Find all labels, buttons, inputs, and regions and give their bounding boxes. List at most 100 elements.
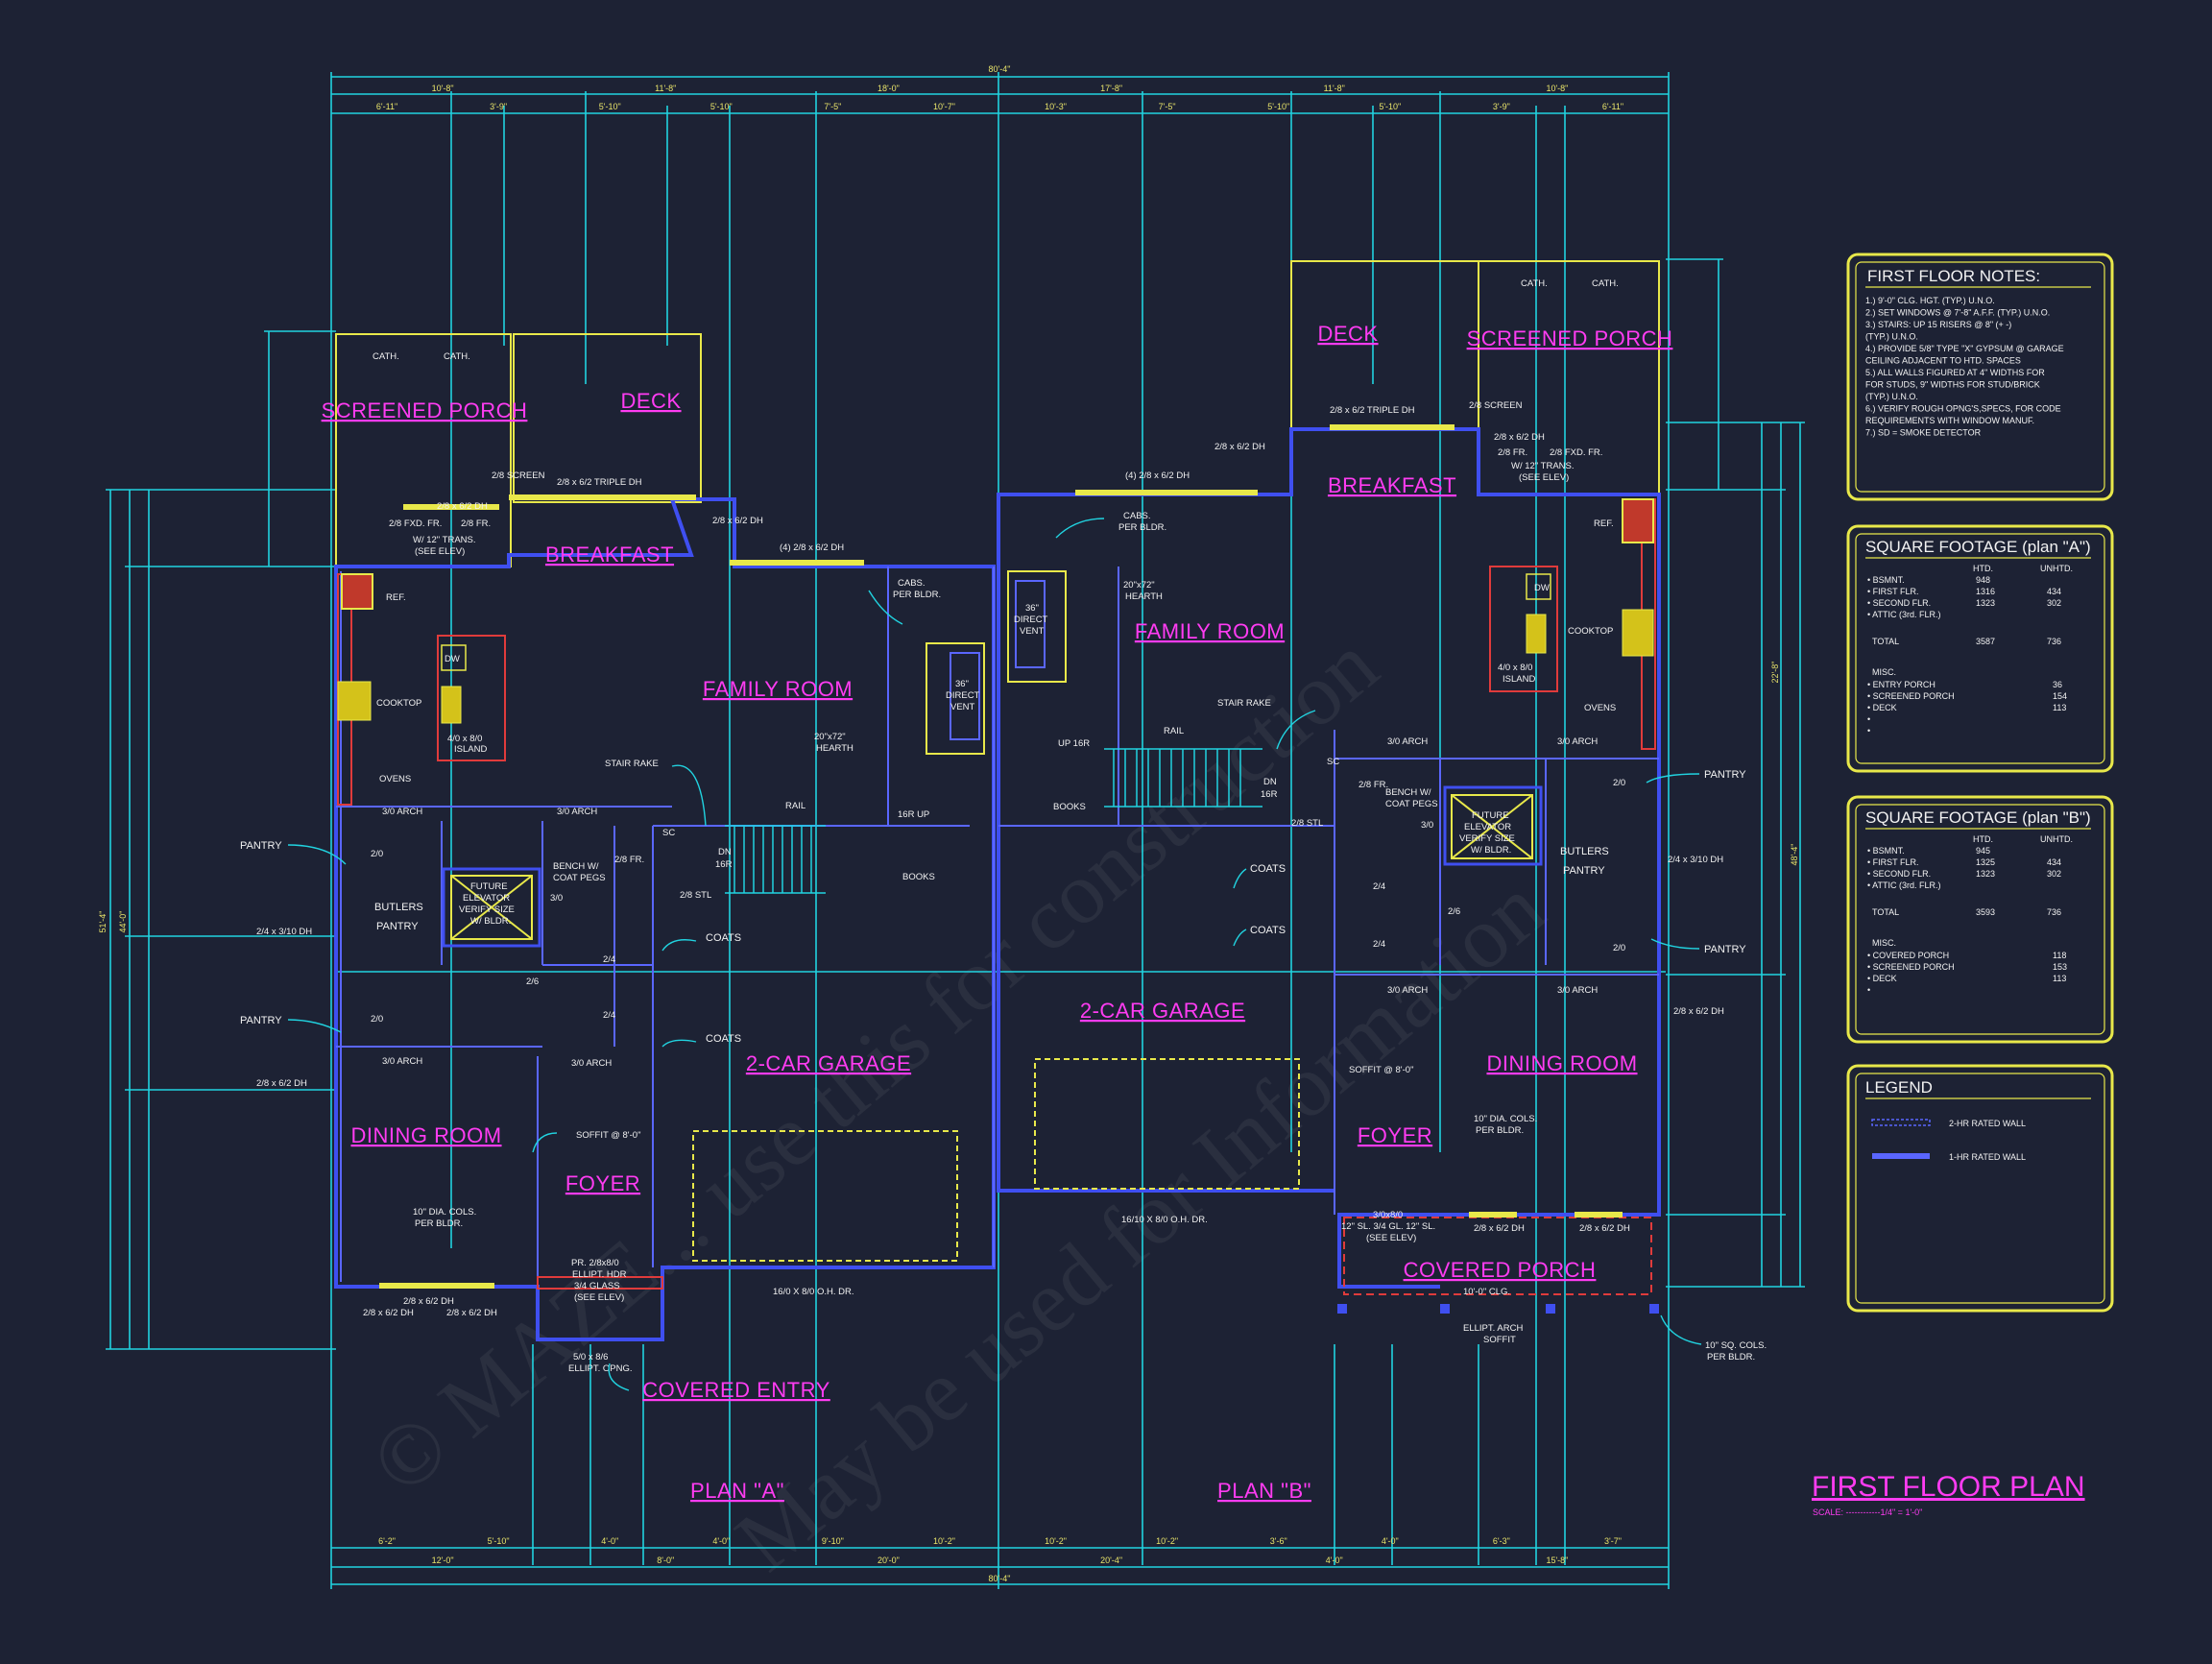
vent-label: VENT	[950, 702, 975, 712]
plan-a-label: PLAN "A"	[690, 1479, 784, 1503]
rail-label: RAIL	[1164, 726, 1184, 736]
note-line: (TYP.) U.N.O.	[1865, 392, 1918, 401]
plan-b-label: PLAN "B"	[1217, 1479, 1311, 1503]
note-line: REQUIREMENTS WITH WINDOW MANUF.	[1865, 416, 2034, 425]
sqft-row-htd: 1323	[1976, 869, 1995, 879]
plan-b: DECK SCREENED PORCH BREAKFAST FAMILY ROO…	[997, 260, 1767, 1503]
sqft-row-htd: 1325	[1976, 857, 1995, 867]
hearth-label: HEARTH	[816, 743, 854, 754]
sqft-row-unhtd: 434	[2047, 857, 2061, 867]
sqft-row-htd: 945	[1976, 846, 1990, 856]
soffit-arch-label: ELLIPT. ARCH	[1463, 1323, 1523, 1334]
elevator-label: VERIFY SIZE	[1459, 833, 1515, 844]
bench-label: COAT PEGS	[553, 873, 606, 883]
sqft-misc-item: • DECK	[1867, 974, 1897, 983]
col-header-htd: HTD.	[1973, 834, 1993, 844]
room-covered-porch-b: COVERED PORCH	[1404, 1258, 1597, 1282]
room-screened-porch-a: SCREENED PORCH	[322, 398, 528, 422]
elevator-label: ELEVATOR	[1464, 822, 1511, 832]
island-label: 4/0 x 8/0	[1498, 663, 1532, 673]
island-label: ISLAND	[454, 744, 487, 755]
dimension-label: 10'-3"	[1045, 102, 1067, 111]
room-family-room-b: FAMILY ROOM	[1135, 619, 1285, 643]
columns-label: 10" SQ. COLS.	[1705, 1340, 1767, 1351]
window-label: 2/8 x 6/2 DH	[1214, 442, 1265, 452]
butlers-pantry-label: PANTRY	[1563, 865, 1605, 877]
dimension-label: 5'-10"	[599, 102, 621, 111]
room-garage-a: 2-CAR GARAGE	[746, 1051, 911, 1075]
arch-label: 3/0 ARCH	[557, 807, 597, 817]
dimension-label: 9'-10"	[822, 1536, 844, 1546]
notes-list: 1.) 9'-0" CLG. HGT. (TYP.) U.N.O.2.) SET…	[1865, 296, 2064, 438]
soffit-label: SOFFIT @ 8'-0"	[576, 1130, 640, 1141]
vent-label: 36"	[955, 679, 969, 689]
sqft-misc-value: 113	[2053, 703, 2066, 712]
smoke-detector-label: SC	[662, 828, 675, 838]
bench-label: BENCH W/	[553, 861, 599, 872]
soffit-label: SOFFIT @ 8'-0"	[1349, 1065, 1413, 1075]
sqft-row-unhtd: 302	[2047, 869, 2061, 879]
columns-label: PER BLDR.	[1476, 1125, 1524, 1136]
door-size-label: 2/6	[526, 977, 539, 987]
stair-dn-label: DN	[1263, 777, 1277, 787]
sheet-scale: SCALE: ------------1/4" = 1'-0"	[1813, 1507, 1922, 1517]
plan-a: SCREENED PORCH DECK BREAKFAST FAMILY ROO…	[240, 333, 996, 1503]
cath-label: CATH.	[373, 351, 399, 362]
dimension-label: 3'-9"	[490, 102, 507, 111]
door-size-label: 2/0	[1613, 943, 1625, 953]
square-footage-a-panel: SQUARE FOOTAGE (plan "A") HTD.UNHTD.• BS…	[1846, 524, 2114, 773]
door-size-label: 2/8 FR.	[614, 855, 644, 865]
arch-label: 3/0 ARCH	[571, 1058, 612, 1069]
cooktop-label: COOKTOP	[1568, 626, 1613, 637]
note-line: 1.) 9'-0" CLG. HGT. (TYP.) U.N.O.	[1865, 296, 1995, 305]
door-label: 3/0x8/0	[1373, 1210, 1403, 1220]
room-deck-b: DECK	[1317, 322, 1378, 346]
sqft-row-label: • ATTIC (3rd. FLR.)	[1867, 610, 1941, 619]
door-size-label: 2/8 STL	[680, 890, 711, 901]
note-line: 3.) STAIRS: UP 15 RISERS @ 8" (+ -)	[1865, 320, 2011, 329]
vent-label: DIRECT	[1014, 615, 1048, 625]
island-label: 4/0 x 8/0	[447, 734, 482, 744]
elevator-label: W/ BLDR.	[1471, 845, 1511, 856]
dw-label: DW	[1534, 583, 1550, 593]
door-size-label: 2/8 FR.	[1358, 780, 1388, 790]
books-label: BOOKS	[1053, 802, 1086, 812]
left-overall-dim: 51'-4"	[98, 911, 108, 933]
note-line: FOR STUDS, 9" WIDTHS FOR STUD/BRICK	[1865, 380, 2040, 390]
note-line: (TYP.) U.N.O.	[1865, 332, 1918, 342]
sqft-row-label: • SECOND FLR.	[1867, 869, 1931, 879]
cath-label: CATH.	[1521, 278, 1548, 289]
window-label: 2/8 x 6/2 DH	[256, 1078, 307, 1089]
dimension-labels-bottom-row-2: 12'-0"8'-0"20'-0"20'-4"4'-0"15'-8"	[432, 1555, 1569, 1565]
window-label: (4) 2/8 x 6/2 DH	[1125, 470, 1190, 481]
cath-label: CATH.	[444, 351, 470, 362]
door-label: PR. 2/8x8/0	[571, 1258, 619, 1268]
ovens-label: OVENS	[379, 774, 411, 784]
window-label: (4) 2/8 x 6/2 DH	[780, 543, 844, 553]
overall-width-top: 80'-4"	[989, 64, 1011, 74]
stair-up-label: UP 16R	[1058, 738, 1090, 749]
arch-label: 3/0 ARCH	[1387, 736, 1428, 747]
pantry-label: PANTRY	[240, 1015, 282, 1026]
sqft-misc-item: •	[1867, 714, 1870, 724]
sqft-misc-label: MISC.	[1872, 938, 1896, 948]
dimension-label: 7'-5"	[824, 102, 841, 111]
room-deck-a: DECK	[620, 389, 681, 413]
cabs-label: PER BLDR.	[893, 590, 941, 600]
room-foyer-a: FOYER	[565, 1171, 640, 1195]
door-size-label: 2/0	[1613, 778, 1625, 788]
stair-up-label: 16R UP	[898, 809, 929, 820]
window-label: 2/8 x 6/2 TRIPLE DH	[557, 477, 642, 488]
watermark: © MAZE... use this for construction May …	[352, 615, 1562, 1589]
bench-label: COAT PEGS	[1385, 799, 1438, 809]
stair-rake-label: STAIR RAKE	[1217, 698, 1271, 709]
col-header-unhtd: UNHTD.	[2040, 834, 2073, 844]
door-size-label: 2/4	[1373, 939, 1385, 950]
window-label: 2/4 x 3/10 DH	[1668, 855, 1723, 865]
cabs-label: CABS.	[1123, 511, 1151, 521]
sqft-misc-label: MISC.	[1872, 667, 1896, 677]
room-dining-room-b: DINING ROOM	[1486, 1051, 1637, 1075]
sqft-misc-value: 113	[2053, 974, 2066, 983]
dimension-label: 3'-7"	[1604, 1536, 1622, 1546]
sqft-misc-item: • SCREENED PORCH	[1867, 691, 1955, 701]
